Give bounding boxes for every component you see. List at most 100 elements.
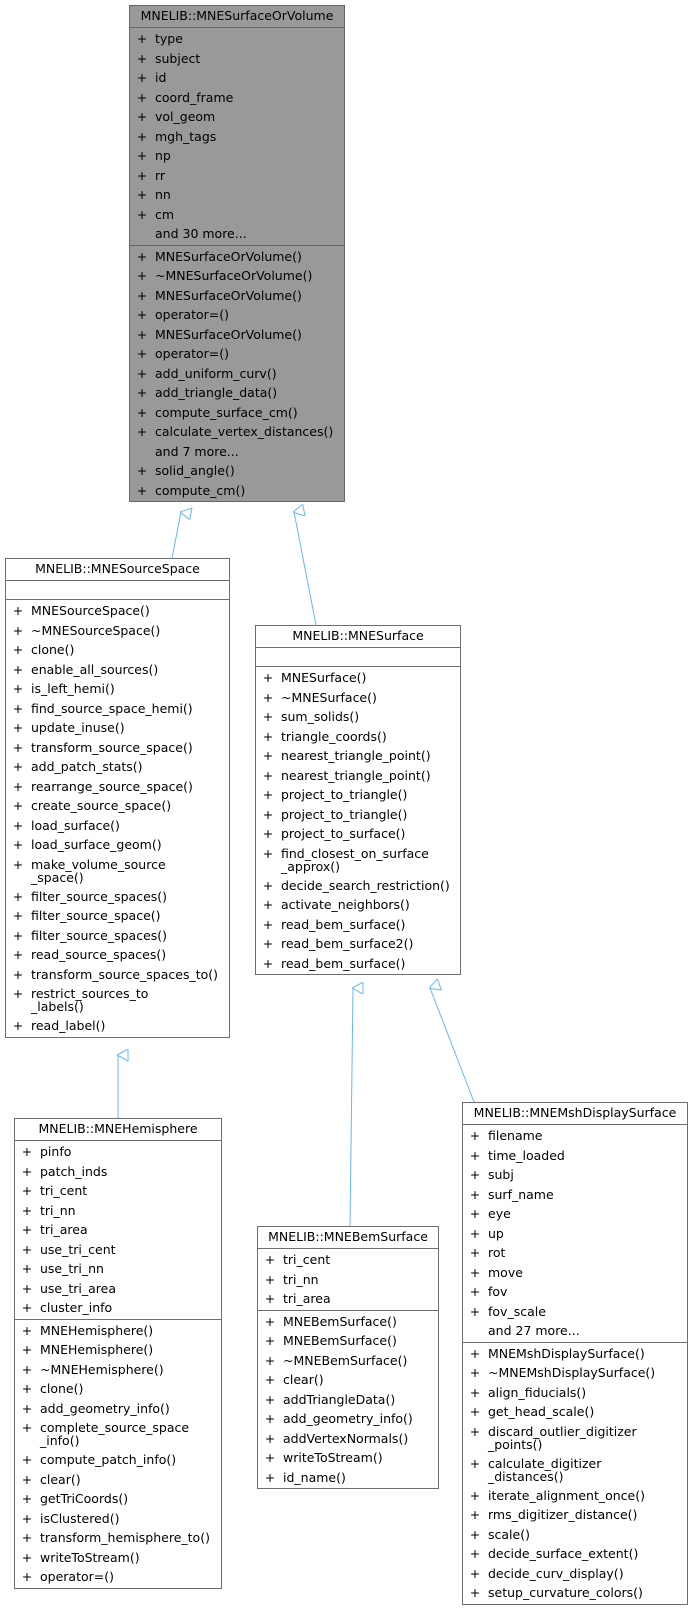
member[interactable]: +filename bbox=[463, 1126, 687, 1146]
member[interactable]: +np bbox=[130, 146, 344, 166]
member[interactable]: +fov_scale bbox=[463, 1302, 687, 1322]
member[interactable]: +clear() bbox=[258, 1370, 438, 1390]
member[interactable]: +discard_outlier_digitizer _points() bbox=[463, 1422, 687, 1454]
member[interactable]: +get_head_scale() bbox=[463, 1402, 687, 1422]
member[interactable]: +cm bbox=[130, 205, 344, 225]
member[interactable]: +MNEBemSurface() bbox=[258, 1331, 438, 1351]
member[interactable]: +nn bbox=[130, 185, 344, 205]
member[interactable]: +subject bbox=[130, 49, 344, 69]
member[interactable]: +MNESurface() bbox=[256, 668, 460, 688]
member[interactable]: +rr bbox=[130, 166, 344, 186]
member[interactable]: +tri_cent bbox=[258, 1250, 438, 1270]
member[interactable]: +nearest_triangle_point() bbox=[256, 766, 460, 786]
member[interactable]: +rearrange_source_space() bbox=[6, 777, 229, 797]
member[interactable]: +tri_cent bbox=[15, 1181, 221, 1201]
member[interactable]: +solid_angle() bbox=[130, 461, 344, 481]
member[interactable]: +nearest_triangle_point() bbox=[256, 746, 460, 766]
member[interactable]: +triangle_coords() bbox=[256, 727, 460, 747]
member[interactable]: +MNESurfaceOrVolume() bbox=[130, 247, 344, 267]
member[interactable]: +iterate_alignment_once() bbox=[463, 1486, 687, 1506]
member[interactable]: +is_left_hemi() bbox=[6, 679, 229, 699]
member[interactable]: +~MNEMshDisplaySurface() bbox=[463, 1363, 687, 1383]
member[interactable]: +~MNESourceSpace() bbox=[6, 621, 229, 641]
member[interactable]: +filter_source_spaces() bbox=[6, 926, 229, 946]
member[interactable]: +read_bem_surface2() bbox=[256, 934, 460, 954]
member[interactable]: +create_source_space() bbox=[6, 796, 229, 816]
member[interactable]: +use_tri_cent bbox=[15, 1240, 221, 1260]
member[interactable]: +load_surface() bbox=[6, 816, 229, 836]
class-mnesourcespace[interactable]: MNELIB::MNESourceSpace +MNESourceSpace()… bbox=[5, 558, 230, 1038]
member[interactable]: +clone() bbox=[15, 1379, 221, 1399]
class-mnesurfaceorvolume[interactable]: MNELIB::MNESurfaceOrVolume +type+subject… bbox=[129, 5, 345, 502]
member[interactable]: +project_to_triangle() bbox=[256, 805, 460, 825]
member[interactable]: +rot bbox=[463, 1243, 687, 1263]
member[interactable]: +type bbox=[130, 29, 344, 49]
member[interactable]: +isClustered() bbox=[15, 1509, 221, 1529]
member[interactable]: +find_source_space_hemi() bbox=[6, 699, 229, 719]
member[interactable]: +project_to_surface() bbox=[256, 824, 460, 844]
member[interactable]: +compute_patch_info() bbox=[15, 1450, 221, 1470]
member[interactable]: +transform_source_spaces_to() bbox=[6, 965, 229, 985]
member[interactable]: +subj bbox=[463, 1165, 687, 1185]
member[interactable]: +tri_area bbox=[15, 1220, 221, 1240]
member[interactable]: +scale() bbox=[463, 1525, 687, 1545]
member[interactable]: +writeToStream() bbox=[15, 1548, 221, 1568]
member[interactable]: +decide_curv_display() bbox=[463, 1564, 687, 1584]
member[interactable]: +filter_source_space() bbox=[6, 906, 229, 926]
member[interactable]: +vol_geom bbox=[130, 107, 344, 127]
member[interactable]: +MNESurfaceOrVolume() bbox=[130, 325, 344, 345]
member[interactable]: +add_triangle_data() bbox=[130, 383, 344, 403]
member[interactable]: +clear() bbox=[15, 1470, 221, 1490]
member[interactable]: +rms_digitizer_distance() bbox=[463, 1505, 687, 1525]
member[interactable]: +transform_hemisphere_to() bbox=[15, 1528, 221, 1548]
member[interactable]: +time_loaded bbox=[463, 1146, 687, 1166]
member[interactable]: +setup_curvature_colors() bbox=[463, 1583, 687, 1603]
member[interactable]: +compute_cm() bbox=[130, 481, 344, 501]
member[interactable]: +calculate_digitizer _distances() bbox=[463, 1454, 687, 1486]
class-mnehemisphere[interactable]: MNELIB::MNEHemisphere +pinfo+patch_inds+… bbox=[14, 1118, 222, 1589]
member[interactable]: +tri_nn bbox=[15, 1201, 221, 1221]
member[interactable]: +fov bbox=[463, 1282, 687, 1302]
member[interactable]: +~MNESurface() bbox=[256, 688, 460, 708]
member[interactable]: +patch_inds bbox=[15, 1162, 221, 1182]
class-mnemshdisplaysurface[interactable]: MNELIB::MNEMshDisplaySurface +filename+t… bbox=[462, 1102, 688, 1605]
member[interactable]: +decide_surface_extent() bbox=[463, 1544, 687, 1564]
member[interactable]: +calculate_vertex_distances() bbox=[130, 422, 344, 442]
member[interactable]: +tri_area bbox=[258, 1289, 438, 1309]
member[interactable]: +surf_name bbox=[463, 1185, 687, 1205]
member[interactable]: +addVertexNormals() bbox=[258, 1429, 438, 1449]
member[interactable]: +use_tri_area bbox=[15, 1279, 221, 1299]
member[interactable]: +~MNEBemSurface() bbox=[258, 1351, 438, 1371]
class-mnebemsurface[interactable]: MNELIB::MNEBemSurface +tri_cent+tri_nn+t… bbox=[257, 1226, 439, 1489]
member[interactable]: +read_bem_surface() bbox=[256, 915, 460, 935]
member[interactable]: +writeToStream() bbox=[258, 1448, 438, 1468]
member[interactable]: +align_fiducials() bbox=[463, 1383, 687, 1403]
member[interactable]: +add_geometry_info() bbox=[15, 1399, 221, 1419]
member[interactable]: +add_geometry_info() bbox=[258, 1409, 438, 1429]
member[interactable]: +add_uniform_curv() bbox=[130, 364, 344, 384]
member[interactable]: +transform_source_space() bbox=[6, 738, 229, 758]
class-mnesurface[interactable]: MNELIB::MNESurface +MNESurface()+~MNESur… bbox=[255, 625, 461, 975]
member[interactable]: +eye bbox=[463, 1204, 687, 1224]
member[interactable]: +complete_source_space _info() bbox=[15, 1418, 221, 1450]
member[interactable]: +operator=() bbox=[130, 305, 344, 325]
member[interactable]: +MNEMshDisplaySurface() bbox=[463, 1344, 687, 1364]
member[interactable]: +compute_surface_cm() bbox=[130, 403, 344, 423]
member[interactable]: +sum_solids() bbox=[256, 707, 460, 727]
member[interactable]: +mgh_tags bbox=[130, 127, 344, 147]
member[interactable]: +getTriCoords() bbox=[15, 1489, 221, 1509]
member[interactable]: +cluster_info bbox=[15, 1298, 221, 1318]
member[interactable]: +~MNEHemisphere() bbox=[15, 1360, 221, 1380]
member[interactable]: +use_tri_nn bbox=[15, 1259, 221, 1279]
member[interactable]: +enable_all_sources() bbox=[6, 660, 229, 680]
member[interactable]: +restrict_sources_to _labels() bbox=[6, 984, 229, 1016]
member[interactable]: +read_bem_surface() bbox=[256, 954, 460, 974]
member[interactable]: +up bbox=[463, 1224, 687, 1244]
member[interactable]: +read_label() bbox=[6, 1016, 229, 1036]
member[interactable]: +id_name() bbox=[258, 1468, 438, 1488]
member[interactable]: +addTriangleData() bbox=[258, 1390, 438, 1410]
member[interactable]: +load_surface_geom() bbox=[6, 835, 229, 855]
member[interactable]: +~MNESurfaceOrVolume() bbox=[130, 266, 344, 286]
member[interactable]: +pinfo bbox=[15, 1142, 221, 1162]
member[interactable]: +project_to_triangle() bbox=[256, 785, 460, 805]
